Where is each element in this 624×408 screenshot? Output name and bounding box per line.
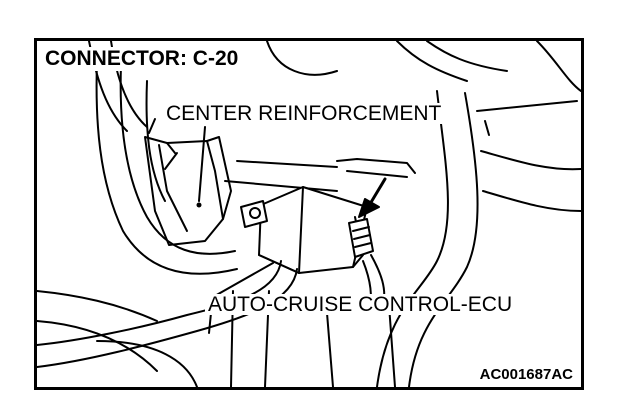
left-harness [95, 60, 238, 275]
diagram-frame: CONNECTOR: C-20 CENTER REINFORCEMENT AUT… [34, 38, 584, 390]
center-reinforcement-bracket [144, 136, 232, 246]
label-center-reinforcement: CENTER REINFORCEMENT [163, 103, 445, 124]
panel-structure [37, 158, 416, 387]
ecu-unit [240, 186, 368, 274]
label-auto-cruise-ecu: AUTO-CRUISE CONTROL-ECU [205, 294, 516, 315]
center-reinforcement-leader-2 [198, 126, 206, 202]
center-reinforcement-leader-3 [484, 120, 490, 136]
diagram-title: CONNECTOR: C-20 [43, 47, 243, 71]
connector-c20 [348, 218, 374, 258]
right-harness [376, 90, 581, 387]
ecu-leader [212, 262, 274, 298]
figure-code: AC001687AC [477, 366, 575, 383]
connector-arrow [358, 177, 387, 218]
ecu-leader-2 [208, 312, 212, 334]
connector-illustration [37, 41, 581, 387]
center-reinforcement-leader [148, 118, 156, 134]
